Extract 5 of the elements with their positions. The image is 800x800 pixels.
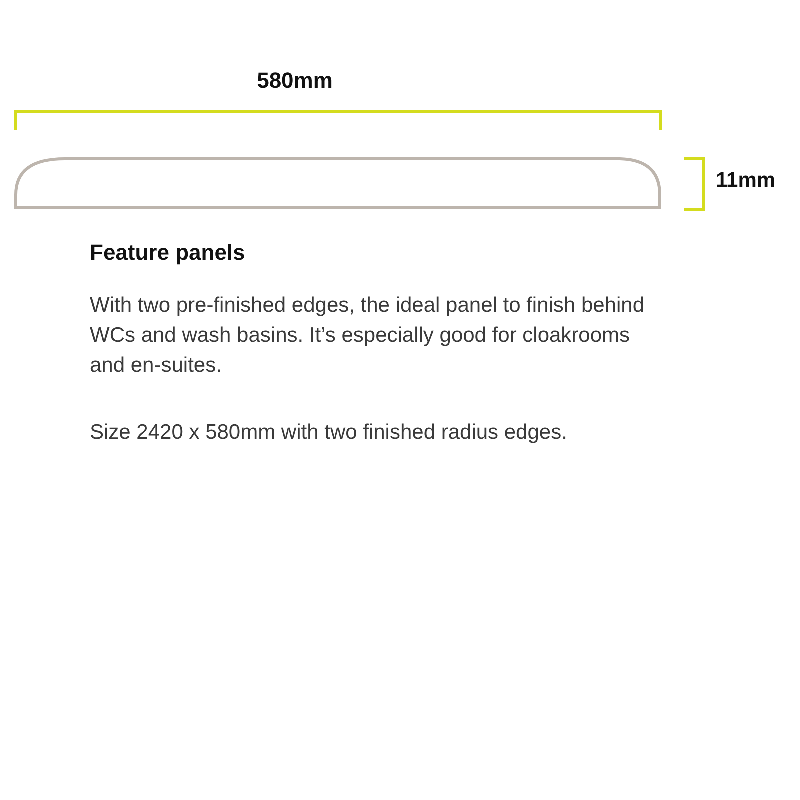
dimension-label: 580mm [256,68,334,94]
heading: Feature panels [90,240,246,266]
dimension-label: 11mm [716,169,777,193]
description-text: Size 2420 x 580mm with two finished radius edges. [90,420,568,446]
description-text: With two pre-finished edges, the ideal panel to finish behind WCs and wash basins. It’s especially good for cloakrooms and en-suites. [90,293,646,379]
